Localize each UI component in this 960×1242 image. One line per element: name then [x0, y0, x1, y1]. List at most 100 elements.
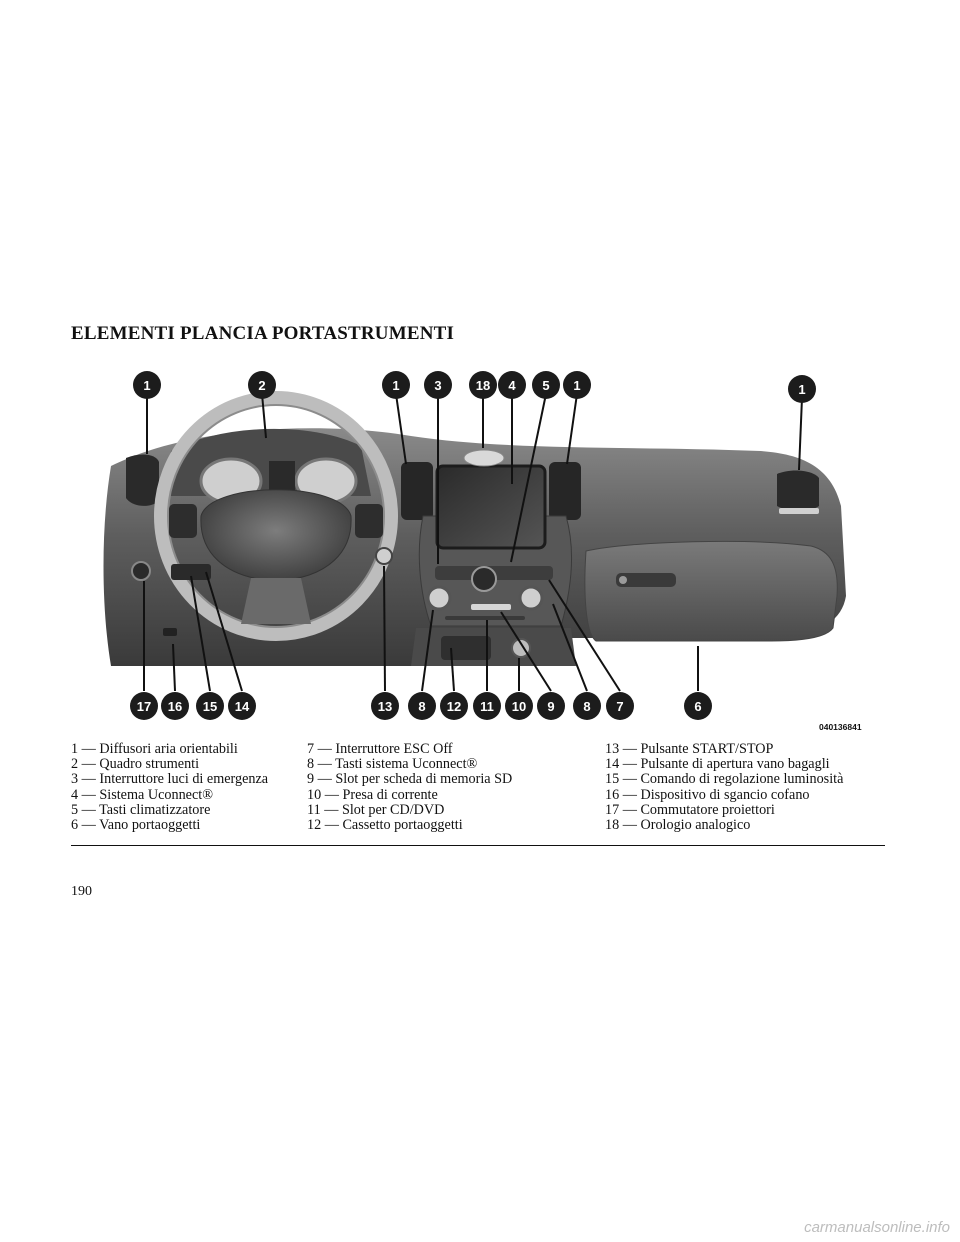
left-knob: [426, 585, 452, 611]
svg-text:13: 13: [378, 699, 392, 714]
callout-14-trunk-release: 14: [228, 692, 256, 720]
callout-17-headlamp-switch: 17: [130, 692, 158, 720]
legend-column-1: 1 — Diffusori aria orientabili 2 — Quadr…: [71, 741, 307, 833]
svg-text:17: 17: [137, 699, 151, 714]
legend-column-2: 7 — Interruttore ESC Off 8 — Tasti siste…: [307, 741, 605, 834]
analog-clock: [463, 449, 505, 467]
svg-text:12: 12: [447, 699, 461, 714]
svg-text:10: 10: [512, 699, 526, 714]
glovebox-lock: [619, 576, 627, 584]
figure-code: 040136841: [819, 722, 862, 732]
dashboard-illustration: 1 2 1 3 18 4 5 1 1 17 16 15 14 13 8 12 1…: [71, 366, 885, 736]
glovebox-panel: [584, 540, 838, 642]
trunk-release-switches: [171, 564, 211, 580]
callout-15-dimmer: 15: [196, 692, 224, 720]
callout-8-uconnect-buttons-right: 8: [573, 692, 601, 720]
section-heading: ELEMENTI PLANCIA PORTASTRUMENTI: [71, 323, 455, 344]
legend: 1 — Diffusori aria orientabili 2 — Quadr…: [71, 741, 885, 834]
headlamp-switch: [131, 561, 151, 581]
svg-text:6: 6: [694, 699, 701, 714]
callout-1-center-left-vent: 1: [382, 371, 410, 399]
svg-text:3: 3: [434, 378, 441, 393]
start-stop-button: [375, 547, 393, 565]
callout-12-storage-bin: 12: [440, 692, 468, 720]
page-number: 190: [71, 884, 92, 899]
leader-lines: [143, 393, 803, 692]
sd-slot: [445, 616, 525, 620]
svg-text:2: 2: [258, 378, 265, 393]
callout-10-power-outlet: 10: [505, 692, 533, 720]
legend-item: 4 — Sistema Uconnect®: [71, 786, 213, 803]
svg-text:16: 16: [168, 699, 182, 714]
left-vent: [126, 454, 159, 506]
svg-text:11: 11: [480, 699, 494, 714]
callout-3-hazard-switch: 3: [424, 371, 452, 399]
svg-text:9: 9: [547, 699, 554, 714]
svg-text:4: 4: [508, 378, 516, 393]
callout-1-left-vent: 1: [133, 371, 161, 399]
console-tray: [441, 636, 491, 660]
legend-item: 5 — Tasti climatizzatore: [71, 801, 211, 818]
legend-item: 9 — Slot per scheda di memoria SD: [307, 771, 513, 788]
center-knob: [471, 566, 497, 592]
svg-text:18: 18: [476, 378, 490, 393]
svg-text:1: 1: [143, 378, 150, 393]
legend-item: 16 — Dispositivo di sgancio cofano: [605, 786, 810, 803]
svg-text:7: 7: [616, 699, 623, 714]
legend-item: 13 — Pulsante START/STOP: [605, 741, 774, 757]
svg-text:8: 8: [583, 699, 590, 714]
legend-item: 2 — Quadro strumenti: [71, 756, 200, 773]
callout-4-uconnect: 4: [498, 371, 526, 399]
legend-item: 1 — Diffusori aria orientabili: [71, 741, 238, 757]
legend-item: 14 — Pulsante di apertura vano bagagli: [605, 756, 830, 773]
svg-text:1: 1: [798, 382, 805, 397]
callout-2-instrument-cluster: 2: [248, 371, 276, 399]
steering-wheel-rim: [154, 391, 398, 641]
legend-item: 11 — Slot per CD/DVD: [307, 801, 445, 818]
svg-text:15: 15: [203, 699, 217, 714]
legend-divider: [71, 845, 885, 846]
steering-wheel-rim-inner: [167, 404, 385, 628]
callout-5-climate-buttons: 5: [532, 371, 560, 399]
cd-slot: [471, 604, 511, 610]
center-vent-left: [401, 462, 433, 520]
legend-item: 8 — Tasti sistema Uconnect®: [307, 756, 478, 773]
legend-column-3: 13 — Pulsante START/STOP 14 — Pulsante d…: [605, 741, 885, 834]
callout-1-right-vent: 1: [788, 375, 816, 403]
lower-console: [411, 628, 576, 666]
callout-7-esc-off: 7: [606, 692, 634, 720]
callout-11-cd-slot: 11: [473, 692, 501, 720]
steering-wheel-spoke: [241, 578, 311, 624]
legend-item: 3 — Interruttore luci di emergenza: [71, 771, 269, 788]
dashboard-drawing: 1 2 1 3 18 4 5 1 1 17 16 15 14 13 8 12 1…: [103, 371, 862, 732]
wheel-right-controls: [355, 504, 383, 538]
svg-text:14: 14: [235, 699, 250, 714]
legend-item: 12 — Cassetto portaoggetti: [307, 817, 463, 834]
svg-text:5: 5: [542, 378, 549, 393]
right-knob: [518, 585, 544, 611]
callout-13-start-stop: 13: [371, 692, 399, 720]
legend-item: 18 — Orologio analogico: [605, 817, 751, 834]
callout-18-analog-clock: 18: [469, 371, 497, 399]
callout-8-uconnect-buttons-left: 8: [408, 692, 436, 720]
wheel-left-controls: [169, 504, 197, 538]
callout-16-hood-release: 16: [161, 692, 189, 720]
svg-text:1: 1: [573, 378, 580, 393]
callout-6-glovebox: 6: [684, 692, 712, 720]
cluster-display: [269, 461, 295, 491]
legend-item: 10 — Presa di corrente: [307, 786, 438, 803]
svg-text:1: 1: [392, 378, 399, 393]
hood-release: [163, 628, 177, 636]
svg-text:8: 8: [418, 699, 425, 714]
legend-item: 15 — Comando di regolazione luminosità: [605, 771, 844, 788]
watermark-link[interactable]: carmanualsonline.info: [804, 1219, 950, 1236]
legend-item: 7 — Interruttore ESC Off: [307, 741, 453, 757]
glovebox-handle: [616, 573, 676, 587]
legend-item: 17 — Commutatore proiettori: [605, 801, 775, 818]
steering-wheel-hub: [200, 489, 352, 582]
callout-9-sd-slot: 9: [537, 692, 565, 720]
right-vent: [777, 470, 819, 511]
right-vent-lower: [779, 508, 819, 514]
center-vent-right: [549, 462, 581, 520]
callout-1-center-right-vent: 1: [563, 371, 591, 399]
